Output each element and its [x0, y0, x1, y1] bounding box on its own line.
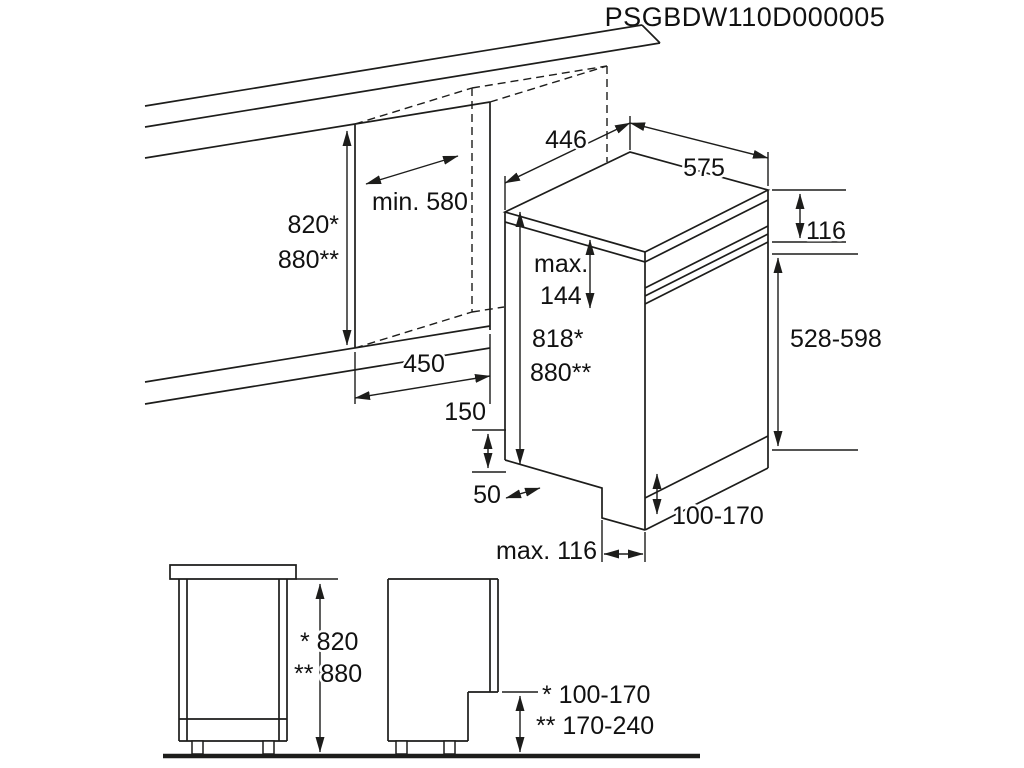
- label-door-panel-range: 528-598: [790, 325, 882, 353]
- front-elevation-view: * 820 ** 880: [169, 564, 365, 755]
- label-top-depth: 575: [683, 154, 725, 182]
- dishwasher-isometric: [502, 151, 771, 531]
- label-side-plinth-2: ** 170-240: [536, 712, 654, 740]
- drawing-code-title: PSGBDW110D000005: [605, 2, 886, 32]
- niche-opening: [144, 101, 491, 405]
- label-niche-width: 450: [403, 350, 445, 378]
- label-door-gap-max-1: max.: [534, 250, 588, 278]
- side-view-foot: [443, 740, 456, 755]
- label-panel-height: 116: [806, 217, 846, 245]
- label-dim-150: 150: [444, 398, 486, 426]
- label-niche-height-2: 880**: [278, 246, 339, 274]
- side-view-foot: [395, 740, 408, 755]
- label-side-plinth-1: * 100-170: [542, 681, 650, 709]
- label-plinth-range: 100-170: [672, 502, 764, 530]
- label-dim-50: 50: [473, 481, 501, 509]
- dimension-annotations: 820* 880** min. 580 446 575 116 max. 144…: [275, 116, 884, 568]
- label-front-height-1: * 820: [300, 628, 358, 656]
- label-top-width: 446: [545, 126, 587, 154]
- label-appliance-height-2: 880**: [530, 359, 591, 387]
- front-view-foot: [191, 740, 204, 755]
- counter-lines: [144, 24, 661, 159]
- label-niche-height-1: 820*: [288, 211, 340, 239]
- label-front-height-2: ** 880: [294, 660, 362, 688]
- label-niche-depth-min: min. 580: [372, 188, 468, 216]
- side-elevation-view: * 100-170 ** 170-240: [387, 578, 657, 755]
- label-plinth-depth-max: max. 116: [496, 537, 597, 565]
- front-view-foot: [262, 740, 275, 755]
- label-appliance-height-1: 818*: [532, 325, 584, 353]
- label-door-gap-max-2: 144: [540, 282, 582, 310]
- niche-dashed-lines: [354, 65, 608, 349]
